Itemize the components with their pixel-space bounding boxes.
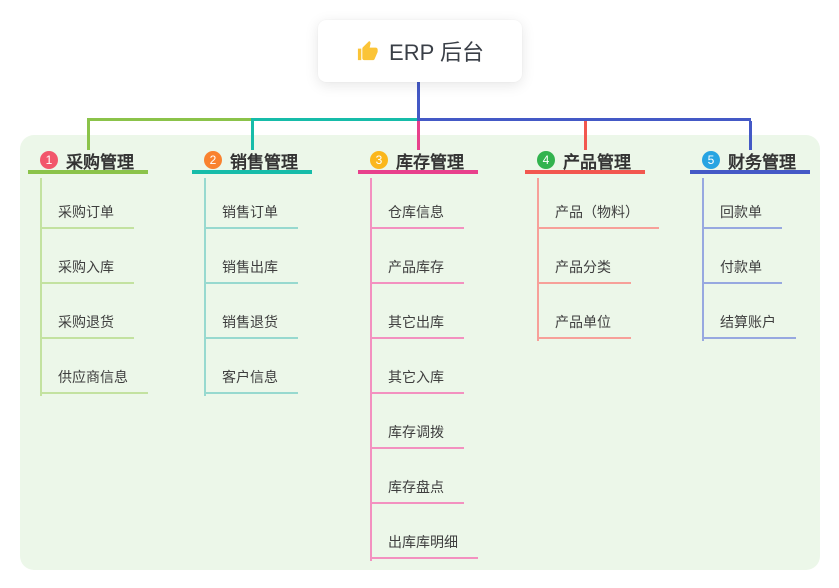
child-label: 客户信息	[222, 369, 278, 385]
child-label: 销售订单	[222, 204, 278, 220]
child-node[interactable]: 其它出库	[370, 305, 464, 339]
child-node[interactable]: 库存调拨	[370, 415, 464, 449]
branch-number-badge: 3	[370, 151, 388, 169]
branch-label: 销售管理	[230, 152, 298, 172]
child-label: 销售出库	[222, 259, 278, 275]
branch-drop-line-5	[749, 121, 752, 150]
child-node[interactable]: 产品库存	[370, 250, 464, 284]
root-node[interactable]: ERP 后台	[318, 20, 522, 82]
child-label: 产品单位	[555, 314, 611, 330]
child-node[interactable]: 付款单	[702, 250, 782, 284]
branch-drop-line-4	[584, 121, 587, 150]
branch-trunk-line	[537, 178, 539, 341]
branch-trunk-line	[702, 178, 704, 341]
child-label: 供应商信息	[58, 369, 128, 385]
child-node[interactable]: 销售订单	[204, 195, 298, 229]
branch-number-badge: 1	[40, 151, 58, 169]
child-label: 采购订单	[58, 204, 114, 220]
branch-number-badge: 2	[204, 151, 222, 169]
branch-drop-line-2	[251, 121, 254, 150]
root-label: ERP 后台	[389, 40, 484, 65]
child-node[interactable]: 仓库信息	[370, 195, 464, 229]
child-label: 库存调拨	[388, 424, 444, 440]
root-connector-line	[417, 82, 420, 118]
branch-number-badge: 4	[537, 151, 555, 169]
child-label: 采购退货	[58, 314, 114, 330]
branch-header[interactable]: 2 销售管理	[192, 150, 312, 174]
child-node[interactable]: 结算账户	[702, 305, 796, 339]
child-label: 销售退货	[222, 314, 278, 330]
connector-h-segment-3	[417, 118, 751, 121]
branch-number-badge: 5	[702, 151, 720, 169]
child-label: 付款单	[720, 259, 762, 275]
child-label: 回款单	[720, 204, 762, 220]
branch-label: 库存管理	[396, 152, 464, 172]
child-node[interactable]: 采购入库	[40, 250, 134, 284]
child-node[interactable]: 客户信息	[204, 360, 298, 394]
child-node[interactable]: 出库库明细	[370, 525, 478, 559]
child-label: 产品分类	[555, 259, 611, 275]
branch-trunk-line	[370, 178, 372, 561]
background-panel	[20, 135, 820, 570]
thumbs-up-icon	[356, 40, 379, 63]
child-node[interactable]: 采购订单	[40, 195, 134, 229]
branch-trunk-line	[40, 178, 42, 396]
child-label: 产品（物料）	[555, 204, 639, 220]
child-label: 其它出库	[388, 314, 444, 330]
connector-h-segment-2	[251, 118, 419, 121]
child-label: 出库库明细	[388, 534, 458, 550]
child-label: 采购入库	[58, 259, 114, 275]
child-label: 仓库信息	[388, 204, 444, 220]
branch-header[interactable]: 1 采购管理	[28, 150, 148, 174]
child-node[interactable]: 产品（物料）	[537, 195, 659, 229]
child-node[interactable]: 其它入库	[370, 360, 464, 394]
branch-drop-line-1	[87, 121, 90, 150]
child-label: 结算账户	[720, 314, 776, 330]
child-node[interactable]: 库存盘点	[370, 470, 464, 504]
branch-label: 采购管理	[66, 152, 134, 172]
child-node[interactable]: 销售退货	[204, 305, 298, 339]
child-label: 产品库存	[388, 259, 444, 275]
child-label: 其它入库	[388, 369, 444, 385]
branch-label: 财务管理	[728, 152, 796, 172]
child-node[interactable]: 销售出库	[204, 250, 298, 284]
child-node[interactable]: 产品分类	[537, 250, 631, 284]
connector-h-segment-1	[87, 118, 253, 121]
branch-header[interactable]: 5 财务管理	[690, 150, 810, 174]
branch-header[interactable]: 4 产品管理	[525, 150, 645, 174]
child-node[interactable]: 回款单	[702, 195, 782, 229]
branch-drop-line-3	[417, 121, 420, 150]
child-node[interactable]: 产品单位	[537, 305, 631, 339]
child-node[interactable]: 采购退货	[40, 305, 134, 339]
child-label: 库存盘点	[388, 479, 444, 495]
branch-header[interactable]: 3 库存管理	[358, 150, 478, 174]
child-node[interactable]: 供应商信息	[40, 360, 148, 394]
branch-trunk-line	[204, 178, 206, 396]
branch-label: 产品管理	[563, 152, 631, 172]
